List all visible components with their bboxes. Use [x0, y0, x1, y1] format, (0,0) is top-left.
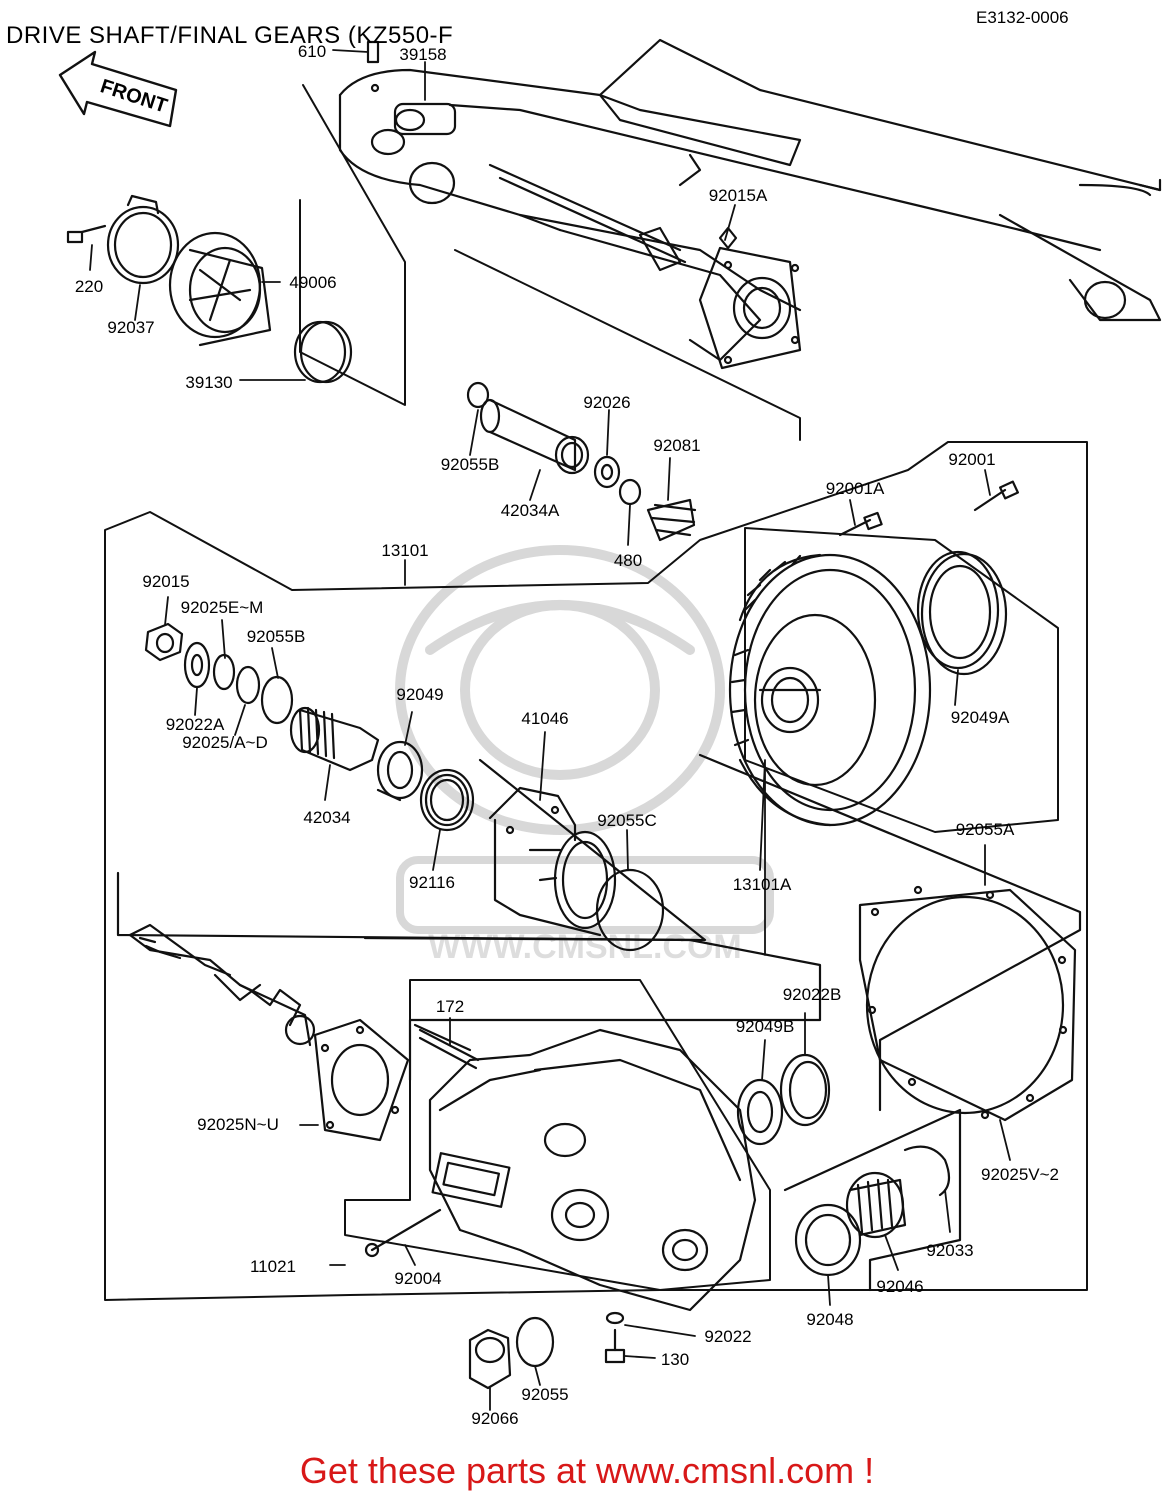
bearing-92049-drawing	[376, 740, 424, 802]
part-label-172[interactable]: 172	[436, 997, 464, 1016]
part-label-92048[interactable]: 92048	[806, 1310, 853, 1329]
gear-42034-drawing	[289, 706, 380, 772]
part-label-39130[interactable]: 39130	[185, 373, 232, 392]
part-label-92001a[interactable]: 92001A	[826, 479, 885, 498]
part-label-92055b[interactable]: 92055B	[247, 627, 306, 646]
swing-arm-drawing	[338, 38, 1162, 370]
washer-92022A-drawing	[183, 641, 211, 689]
part-label-92055a[interactable]: 92055A	[956, 820, 1015, 839]
part-label-220[interactable]: 220	[75, 277, 103, 296]
part-label-41046[interactable]: 41046	[521, 709, 568, 728]
bearing-92049B-drawing	[736, 1078, 784, 1146]
part-label-92001[interactable]: 92001	[948, 450, 995, 469]
part-label-11021[interactable]: 11021	[250, 1257, 296, 1276]
ring-gear-13101A-drawing	[728, 527, 1059, 833]
boot-49006-drawing	[168, 231, 272, 347]
clip-480-drawing	[618, 478, 642, 506]
part-label-92049[interactable]: 92049	[396, 685, 443, 704]
washer-92022-drawing	[605, 1311, 625, 1325]
oring-92055B-drawing	[260, 675, 294, 725]
part-label-42034[interactable]: 42034	[303, 808, 350, 827]
diagram-title: DRIVE SHAFT/FINAL GEARS (KZ550-F	[6, 22, 454, 49]
part-label-92066[interactable]: 92066	[471, 1409, 518, 1428]
ring-92033-drawing	[903, 1145, 951, 1197]
part-label-92022a[interactable]: 92022A	[166, 715, 225, 734]
part-label-92004[interactable]: 92004	[394, 1269, 441, 1288]
oring-92055C-drawing	[595, 868, 665, 952]
part-label-92022b[interactable]: 92022B	[783, 985, 842, 1004]
oring-92055-drawing	[515, 1316, 555, 1368]
part-label-92081[interactable]: 92081	[653, 436, 700, 455]
gasket-92055A-drawing	[698, 753, 1082, 1122]
part-label-39158[interactable]: 39158	[399, 45, 446, 64]
watermark-text: WWW.CMSNL.COM	[428, 928, 742, 966]
part-label-49006[interactable]: 49006	[289, 273, 336, 292]
part-label-92022[interactable]: 92022	[704, 1327, 751, 1346]
part-label-92049b[interactable]: 92049B	[736, 1017, 795, 1036]
part-label-92015a[interactable]: 92015A	[709, 186, 768, 205]
part-label-92055[interactable]: 92055	[521, 1385, 568, 1404]
footer-cta-link[interactable]: Get these parts at www.cmsnl.com !	[299, 1450, 875, 1491]
bolt-130-drawing	[604, 1328, 626, 1364]
snapring-92055B-top	[466, 381, 490, 409]
race-92048-drawing	[783, 1108, 962, 1292]
leader-lines	[89, 49, 1011, 1411]
gear-case-11021-drawing	[344, 979, 771, 1312]
stud-172-drawing	[418, 1028, 480, 1070]
front-arrow-icon: FRONT	[58, 50, 178, 128]
part-label-92025n-u[interactable]: 92025N~U	[197, 1115, 279, 1134]
nut-92015-drawing	[144, 622, 184, 662]
bearing-92046-drawing	[845, 1171, 907, 1239]
plug-92066-drawing	[468, 1328, 512, 1390]
part-label-13101[interactable]: 13101	[381, 541, 428, 560]
part-label-92025v-2[interactable]: 92025V~2	[981, 1165, 1059, 1184]
assembly-outline	[104, 84, 1088, 1301]
part-label-92037[interactable]: 92037	[107, 318, 154, 337]
part-label-92055c[interactable]: 92055C	[597, 811, 657, 830]
part-label-92015[interactable]: 92015	[142, 572, 189, 591]
watermark-logo: WWW.CMSNL.COM	[395, 545, 774, 966]
bolt-92001A-drawing	[838, 511, 883, 537]
clamp-92037-drawing	[66, 194, 180, 285]
part-label-92033[interactable]: 92033	[926, 1241, 973, 1260]
part-label-610[interactable]: 610	[298, 42, 326, 61]
shim-92025EM-drawing	[212, 653, 261, 705]
part-labels: 610 39158 92015A 220 49006 92037 39130 92026 920…	[75, 42, 1059, 1428]
bolt-92001-drawing	[973, 480, 1019, 512]
part-label-92025-a-d[interactable]: 92025/A~D	[182, 733, 268, 752]
shim-92022B-drawing	[779, 1053, 831, 1127]
sleeve-42034A-drawing	[479, 398, 590, 475]
part-label-42034a[interactable]: 42034A	[501, 501, 560, 520]
part-label-92049a[interactable]: 92049A	[951, 708, 1010, 727]
part-label-92026[interactable]: 92026	[583, 393, 630, 412]
spring-92081-drawing	[646, 498, 697, 542]
part-label-480[interactable]: 480	[614, 551, 642, 570]
part-label-92025e-m[interactable]: 92025E~M	[181, 598, 264, 617]
part-label-130[interactable]: 130	[661, 1350, 689, 1369]
housing-41046-drawing	[363, 758, 707, 942]
diagram-ref-code: E3132-0006	[976, 8, 1069, 27]
washer-92026-drawing	[593, 455, 621, 489]
bearing-92116-drawing	[419, 768, 475, 832]
part-label-92055b[interactable]: 92055B	[441, 455, 500, 474]
part-label-13101a[interactable]: 13101A	[733, 875, 792, 894]
part-label-92116[interactable]: 92116	[409, 873, 455, 892]
part-label-92046[interactable]: 92046	[876, 1277, 923, 1296]
seal-92049A-drawing	[916, 550, 1008, 676]
shim-92025NU-drawing	[313, 1018, 410, 1142]
